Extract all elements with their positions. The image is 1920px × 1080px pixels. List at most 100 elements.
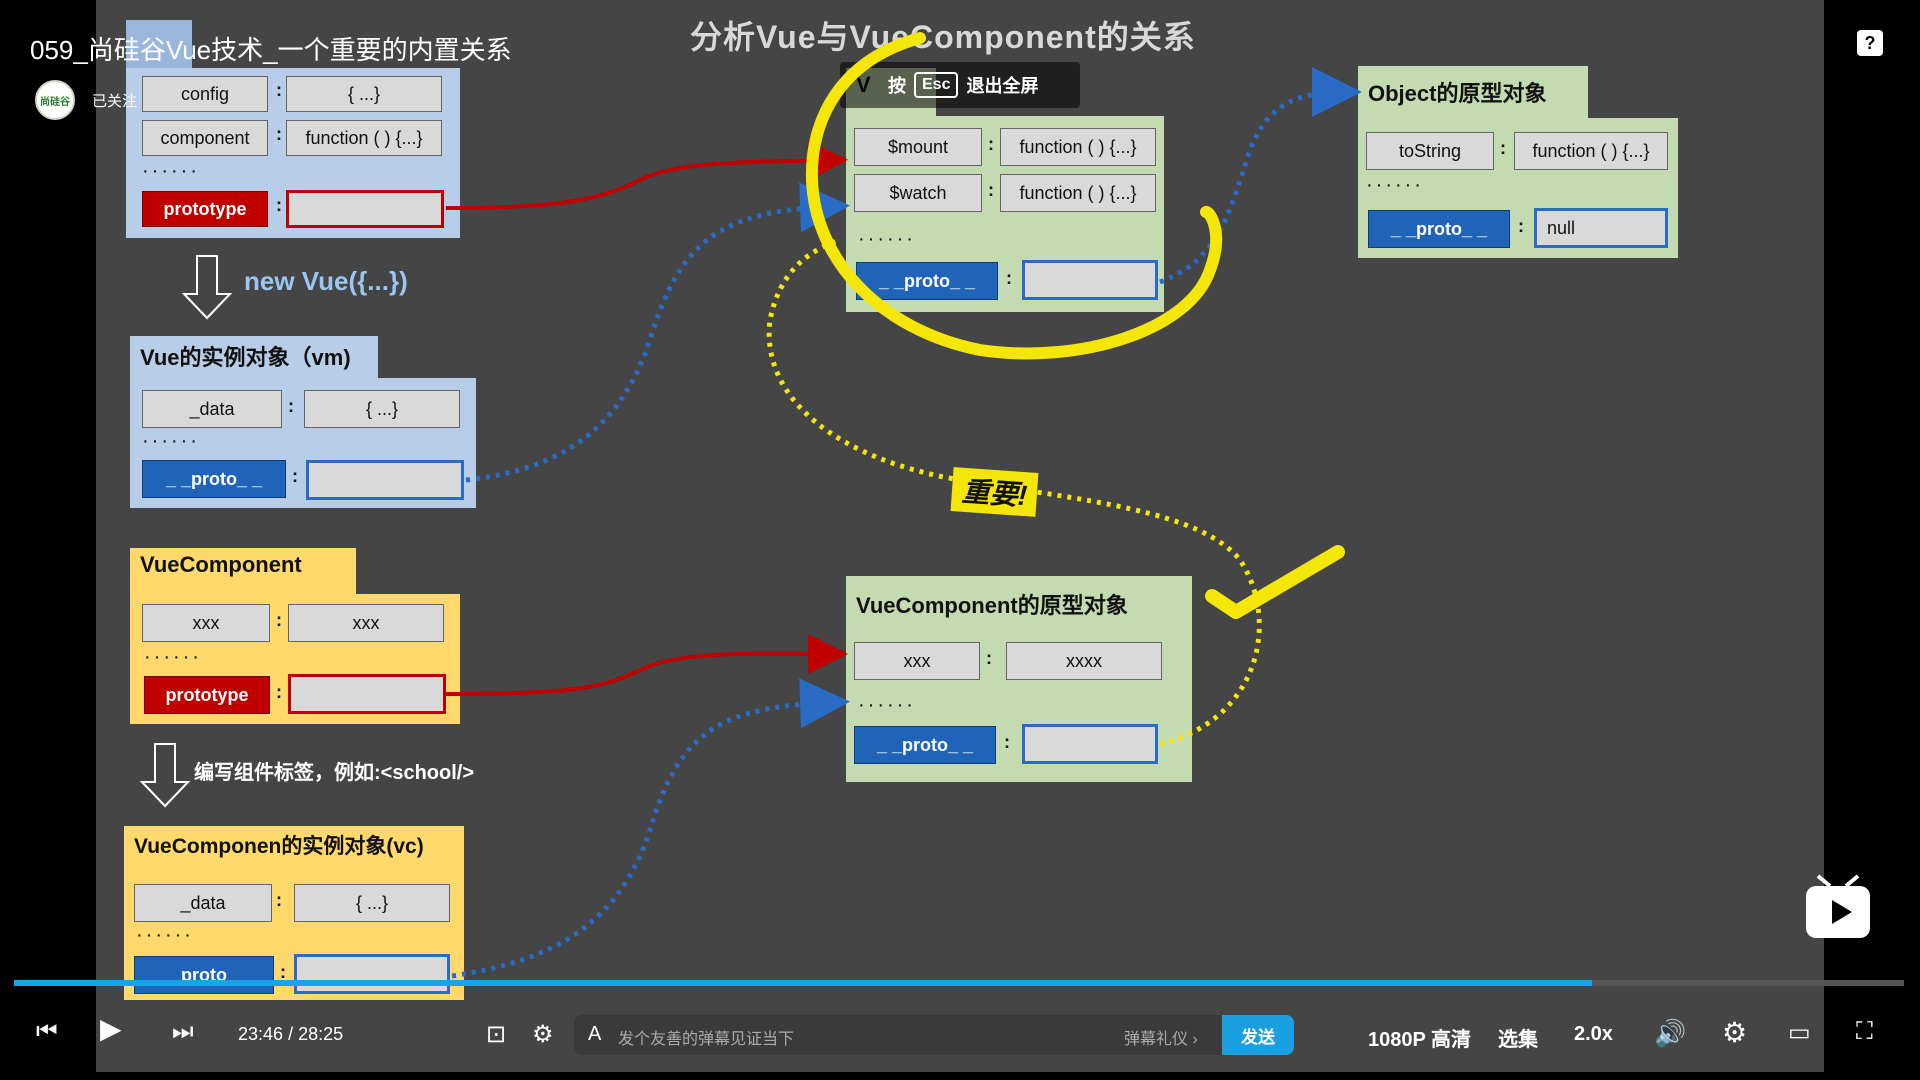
colon: : xyxy=(292,466,298,486)
component-value: function ( ) {...} xyxy=(286,120,442,156)
settings-gear-icon[interactable]: ⚙ xyxy=(1722,1017,1748,1048)
ellipsis: ······ xyxy=(144,646,202,668)
vc-prototype-header: VueComponent的原型对象 xyxy=(846,576,1192,628)
vc-proto-xxxx-value: xxxx xyxy=(1006,642,1162,680)
vc-data-value: { ...} xyxy=(294,884,450,922)
quality-selector[interactable]: 1080P 高清 xyxy=(1368,1029,1472,1051)
ellipsis: ······ xyxy=(1366,174,1424,196)
ellipsis: ······ xyxy=(142,160,200,182)
checkmark-icon xyxy=(1205,545,1345,619)
colon: : xyxy=(1004,732,1010,752)
colon: : xyxy=(276,195,282,215)
colon: : xyxy=(276,80,282,100)
ellipsis: ······ xyxy=(142,430,200,452)
vc-proto-key: proto xyxy=(134,956,274,994)
danmu-settings-icon[interactable]: ⚙ xyxy=(532,1021,554,1048)
play-icon[interactable]: ▶ xyxy=(100,1013,122,1044)
config-key: config xyxy=(142,76,268,112)
vc-proto-xxx-key: xxx xyxy=(854,642,980,680)
colon: : xyxy=(988,134,994,154)
vc-proto-arrow xyxy=(451,678,850,979)
vc-proto-value xyxy=(294,954,450,994)
send-button[interactable]: 发送 xyxy=(1222,1015,1294,1055)
video-title: 059_尚硅谷Vue技术_一个重要的内置关系 xyxy=(30,35,512,65)
null-value: null xyxy=(1534,208,1668,248)
prototype-value xyxy=(286,190,444,228)
colon: : xyxy=(1518,216,1524,236)
vue-proto-to-object-arrow xyxy=(1159,67,1362,285)
tv-mascot-icon[interactable] xyxy=(1802,872,1874,942)
follow-status[interactable]: 已关注 xyxy=(92,93,138,110)
highlight-circle xyxy=(805,32,1223,360)
component-key: component xyxy=(142,120,268,156)
danmu-placeholder: 发个友善的弹幕见证当下 xyxy=(618,1031,795,1048)
vue-proto-proto-value xyxy=(1022,260,1158,300)
vuecomponent-prototype-value xyxy=(288,674,446,714)
ellipsis: ······ xyxy=(858,694,916,716)
vc-proto-proto-key: _ _proto_ _ xyxy=(854,726,996,764)
help-icon[interactable]: ? xyxy=(1857,30,1883,56)
text-style-icon[interactable]: A xyxy=(588,1023,602,1045)
vm-proto-arrow xyxy=(465,182,850,483)
watch-value: function ( ) {...} xyxy=(1000,174,1156,212)
time-current: 23:46 xyxy=(238,1024,284,1044)
vue-proto-proto-key: _ _proto_ _ xyxy=(856,262,998,300)
vuecomponent-header: VueComponent xyxy=(130,548,356,594)
vuecomponent-xxx-value: xxx xyxy=(288,604,444,642)
danmu-input[interactable]: A 发个友善的弹幕见证当下 弹幕礼仪 › xyxy=(574,1015,1294,1055)
vuecomponent-xxx-key: xxx xyxy=(142,604,270,642)
tostring-value: function ( ) {...} xyxy=(1514,132,1668,170)
volume-icon[interactable]: 🔊 xyxy=(1654,1018,1687,1048)
time-separator: / xyxy=(288,1024,294,1044)
exit-fullscreen-label: 退出全屏 xyxy=(966,76,1039,96)
vm-proto-key: _ _proto_ _ xyxy=(142,460,286,498)
colon: : xyxy=(1006,268,1012,288)
picture-in-picture-icon[interactable]: ▭ xyxy=(1788,1019,1811,1046)
colon: : xyxy=(280,962,286,982)
colon: : xyxy=(988,180,994,200)
colon: : xyxy=(276,682,282,702)
vuecomponent-prototype-arrow xyxy=(445,633,848,696)
vue-prototype-arrow xyxy=(445,140,848,210)
danmu-toggle-icon[interactable]: ⊡ xyxy=(486,1021,507,1048)
progress-fill xyxy=(14,980,1593,986)
previous-icon[interactable]: ⏮ xyxy=(36,1018,58,1045)
tostring-key: toString xyxy=(1366,132,1494,170)
write-tag-label: 编写组件标签，例如:<school/> xyxy=(194,762,475,784)
uploader-avatar[interactable]: 尚硅谷 xyxy=(35,80,75,120)
watch-key: $watch xyxy=(854,174,982,212)
mount-value: function ( ) {...} xyxy=(1000,128,1156,166)
vm-proto-value xyxy=(306,460,464,500)
colon: : xyxy=(276,890,282,910)
vm-header: Vue的实例对象（vm) xyxy=(130,336,378,378)
mount-key: $mount xyxy=(854,128,982,166)
danmu-etiquette-link[interactable]: 弹幕礼仪 › xyxy=(1124,1031,1198,1048)
ellipsis: ······ xyxy=(858,228,916,250)
down-arrow-icon xyxy=(139,743,191,808)
important-label: 重要! xyxy=(950,467,1039,517)
time-total: 28:25 xyxy=(298,1024,344,1044)
vuecomponent-prototype-key: prototype xyxy=(144,676,270,714)
ellipsis: ······ xyxy=(136,924,194,946)
episodes-button[interactable]: 选集 xyxy=(1498,1029,1538,1051)
vm-data-key: _data xyxy=(142,390,282,428)
vc-data-key: _data xyxy=(134,884,272,922)
exit-fullscreen-hint: 按 Esc 退出全屏 xyxy=(840,62,1080,108)
speed-selector[interactable]: 2.0x xyxy=(1574,1023,1613,1045)
time-display: 23:46 / 28:25 xyxy=(238,1024,343,1045)
config-value: { ...} xyxy=(286,76,442,112)
esc-key-icon: Esc xyxy=(914,72,959,98)
object-proto-key: _ _proto_ _ xyxy=(1368,210,1510,248)
colon: : xyxy=(276,610,282,630)
slide-title: 分析Vue与VueComponent的关系 xyxy=(690,19,1196,55)
next-icon[interactable]: ⏭ xyxy=(172,1018,194,1045)
object-prototype-header: Object的原型对象 xyxy=(1358,66,1588,118)
colon: : xyxy=(986,648,992,668)
colon: : xyxy=(1500,138,1506,158)
down-arrow-icon xyxy=(181,255,233,320)
fullscreen-icon[interactable]: ⛶ xyxy=(1856,1018,1873,1045)
colon: : xyxy=(288,396,294,416)
vue-constructor-header xyxy=(126,20,192,68)
vm-data-value: { ...} xyxy=(304,390,460,428)
vc-header: VueComponen的实例对象(vc) xyxy=(124,826,464,872)
